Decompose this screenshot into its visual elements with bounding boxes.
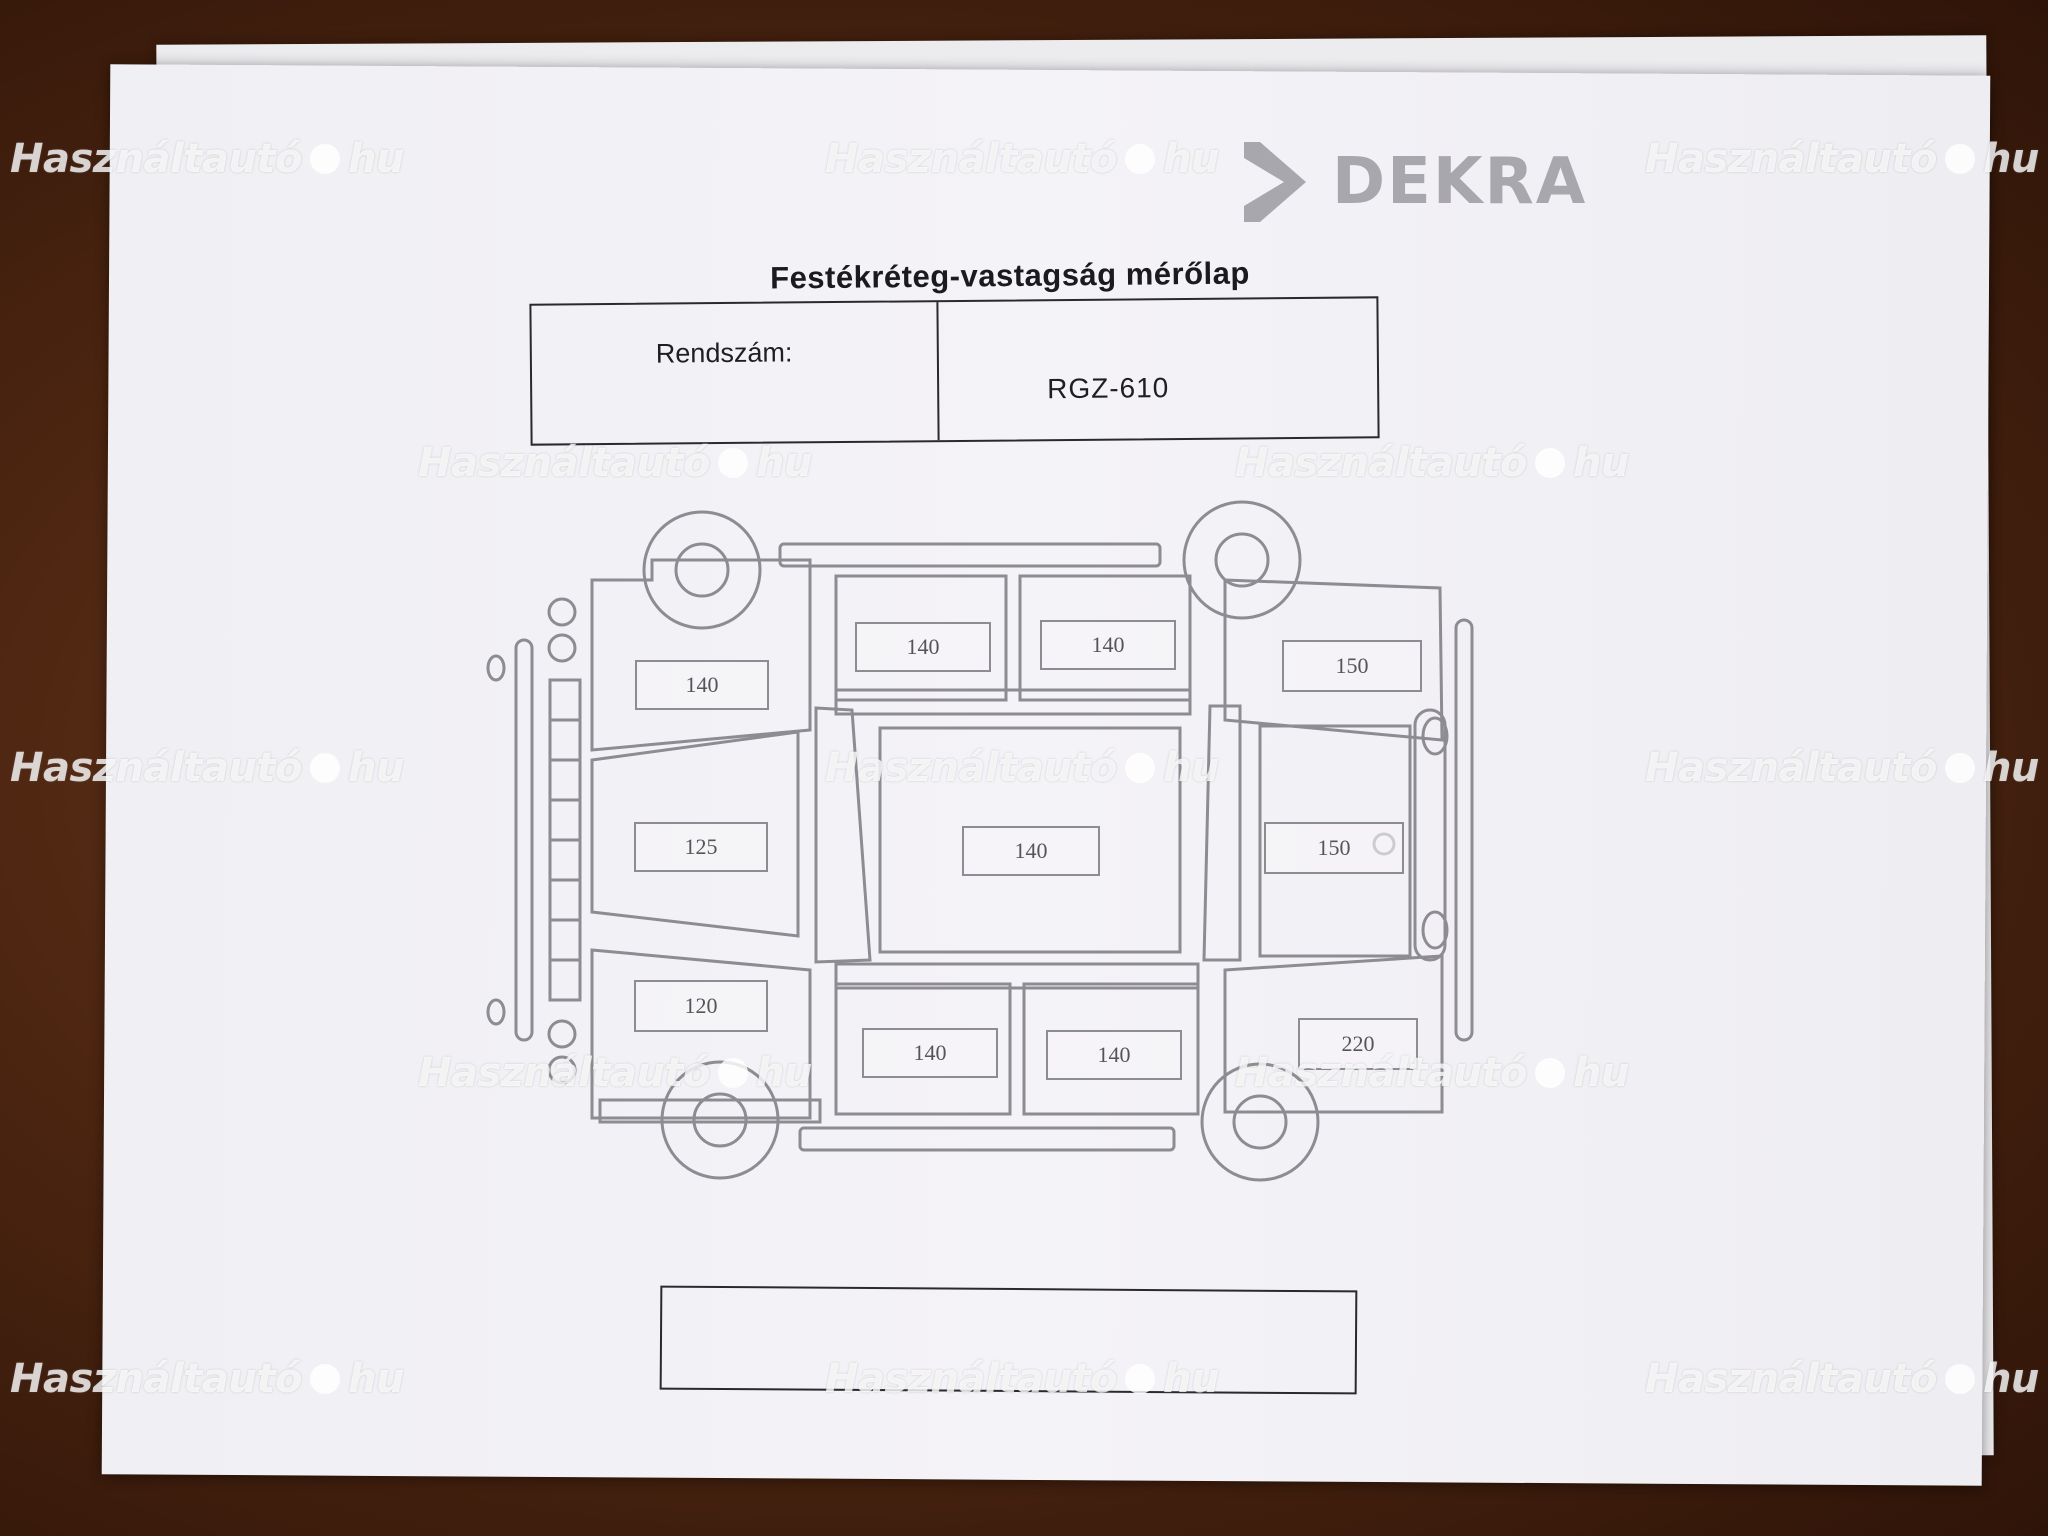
watermark-text-right: hu (755, 440, 812, 486)
watermark: Használtautó hu (1235, 440, 1629, 486)
watermark-dot-icon (1124, 144, 1155, 174)
watermark: Használtautó hu (10, 745, 404, 791)
brand-name: DEKRA (1332, 145, 1588, 219)
watermark-dot-icon (1124, 1364, 1155, 1394)
registration-value: RGZ-610 (1047, 372, 1170, 405)
registration-table: Rendszám: RGZ-610 (529, 296, 1380, 446)
watermark-text-right: hu (347, 136, 404, 182)
watermark-dot-icon (1944, 753, 1975, 783)
watermark: Használtautó hu (825, 745, 1219, 791)
watermark-text-left: Használtautó (1235, 1050, 1527, 1096)
watermark-text-left: Használtautó (825, 745, 1117, 791)
watermark: Használtautó hu (825, 136, 1219, 182)
watermark-text-right: hu (1982, 136, 2039, 182)
watermark-text-left: Használtautó (1645, 1356, 1937, 1402)
watermark-text-right: hu (1162, 136, 1219, 182)
watermark: Használtautó hu (418, 1050, 812, 1096)
watermark: Használtautó hu (1645, 745, 2039, 791)
measurement-door-rear-left: 140 (1040, 620, 1176, 670)
watermark-dot-icon (309, 753, 340, 783)
watermark-text-left: Használtautó (1235, 440, 1527, 486)
measurement-trunk-center: 150 (1264, 822, 1404, 874)
measurement-door-front-left: 140 (855, 622, 991, 672)
watermark-dot-icon (717, 448, 748, 478)
watermark-dot-icon (1124, 753, 1155, 783)
watermark-text-right: hu (1162, 1356, 1219, 1402)
registration-label-cell: Rendszám: (531, 302, 940, 444)
measurement-trunk-left: 150 (1282, 640, 1422, 692)
measurement-trunk-right: 220 (1298, 1018, 1418, 1070)
watermark: Használtautó hu (825, 1356, 1219, 1402)
watermark-text-right: hu (1572, 440, 1629, 486)
measurement-door-front-right: 140 (862, 1028, 998, 1078)
watermark: Használtautó hu (1645, 136, 2039, 182)
watermark: Használtautó hu (1235, 1050, 1629, 1096)
watermark-text-right: hu (755, 1050, 812, 1096)
car-diagram: 140 140 140 150 125 140 150 120 140 140 … (480, 500, 1500, 1190)
measurement-door-rear-right: 140 (1046, 1030, 1182, 1080)
watermark: Használtautó hu (10, 136, 404, 182)
watermark-dot-icon (1534, 1058, 1565, 1088)
watermark-text-left: Használtautó (1645, 136, 1937, 182)
watermark-text-right: hu (1982, 1356, 2039, 1402)
watermark-text-right: hu (347, 745, 404, 791)
watermark-text-left: Használtautó (825, 1356, 1117, 1402)
watermark: Használtautó hu (1645, 1356, 2039, 1402)
watermark-text-right: hu (347, 1356, 404, 1402)
watermark-text-right: hu (1982, 745, 2039, 791)
measurement-hood-right: 120 (634, 980, 768, 1032)
watermark: Használtautó hu (10, 1356, 404, 1402)
measurement-hood-left: 140 (635, 660, 769, 710)
watermark-dot-icon (1534, 448, 1565, 478)
watermark-dot-icon (309, 144, 340, 174)
watermark-text-left: Használtautó (1645, 745, 1937, 791)
watermark-dot-icon (1944, 144, 1975, 174)
watermark-text-left: Használtautó (10, 745, 302, 791)
watermark-dot-icon (309, 1364, 340, 1394)
watermark-text-left: Használtautó (418, 1050, 710, 1096)
watermark: Használtautó hu (418, 440, 812, 486)
car-outline (486, 500, 1474, 1182)
dekra-chevron-icon (1244, 142, 1306, 222)
registration-label: Rendszám: (655, 337, 793, 369)
watermark-text-left: Használtautó (418, 440, 710, 486)
watermark-text-left: Használtautó (10, 136, 302, 182)
measurement-roof: 140 (962, 826, 1100, 876)
watermark-text-left: Használtautó (825, 136, 1117, 182)
measurement-hood-center: 125 (634, 822, 768, 872)
watermark-dot-icon (1944, 1364, 1975, 1394)
dekra-logo: DEKRA (1240, 140, 1587, 224)
registration-value-cell: RGZ-610 (938, 298, 1377, 440)
watermark-dot-icon (717, 1058, 748, 1088)
watermark-text-left: Használtautó (10, 1356, 302, 1402)
watermark-text-right: hu (1572, 1050, 1629, 1096)
watermark-text-right: hu (1162, 745, 1219, 791)
